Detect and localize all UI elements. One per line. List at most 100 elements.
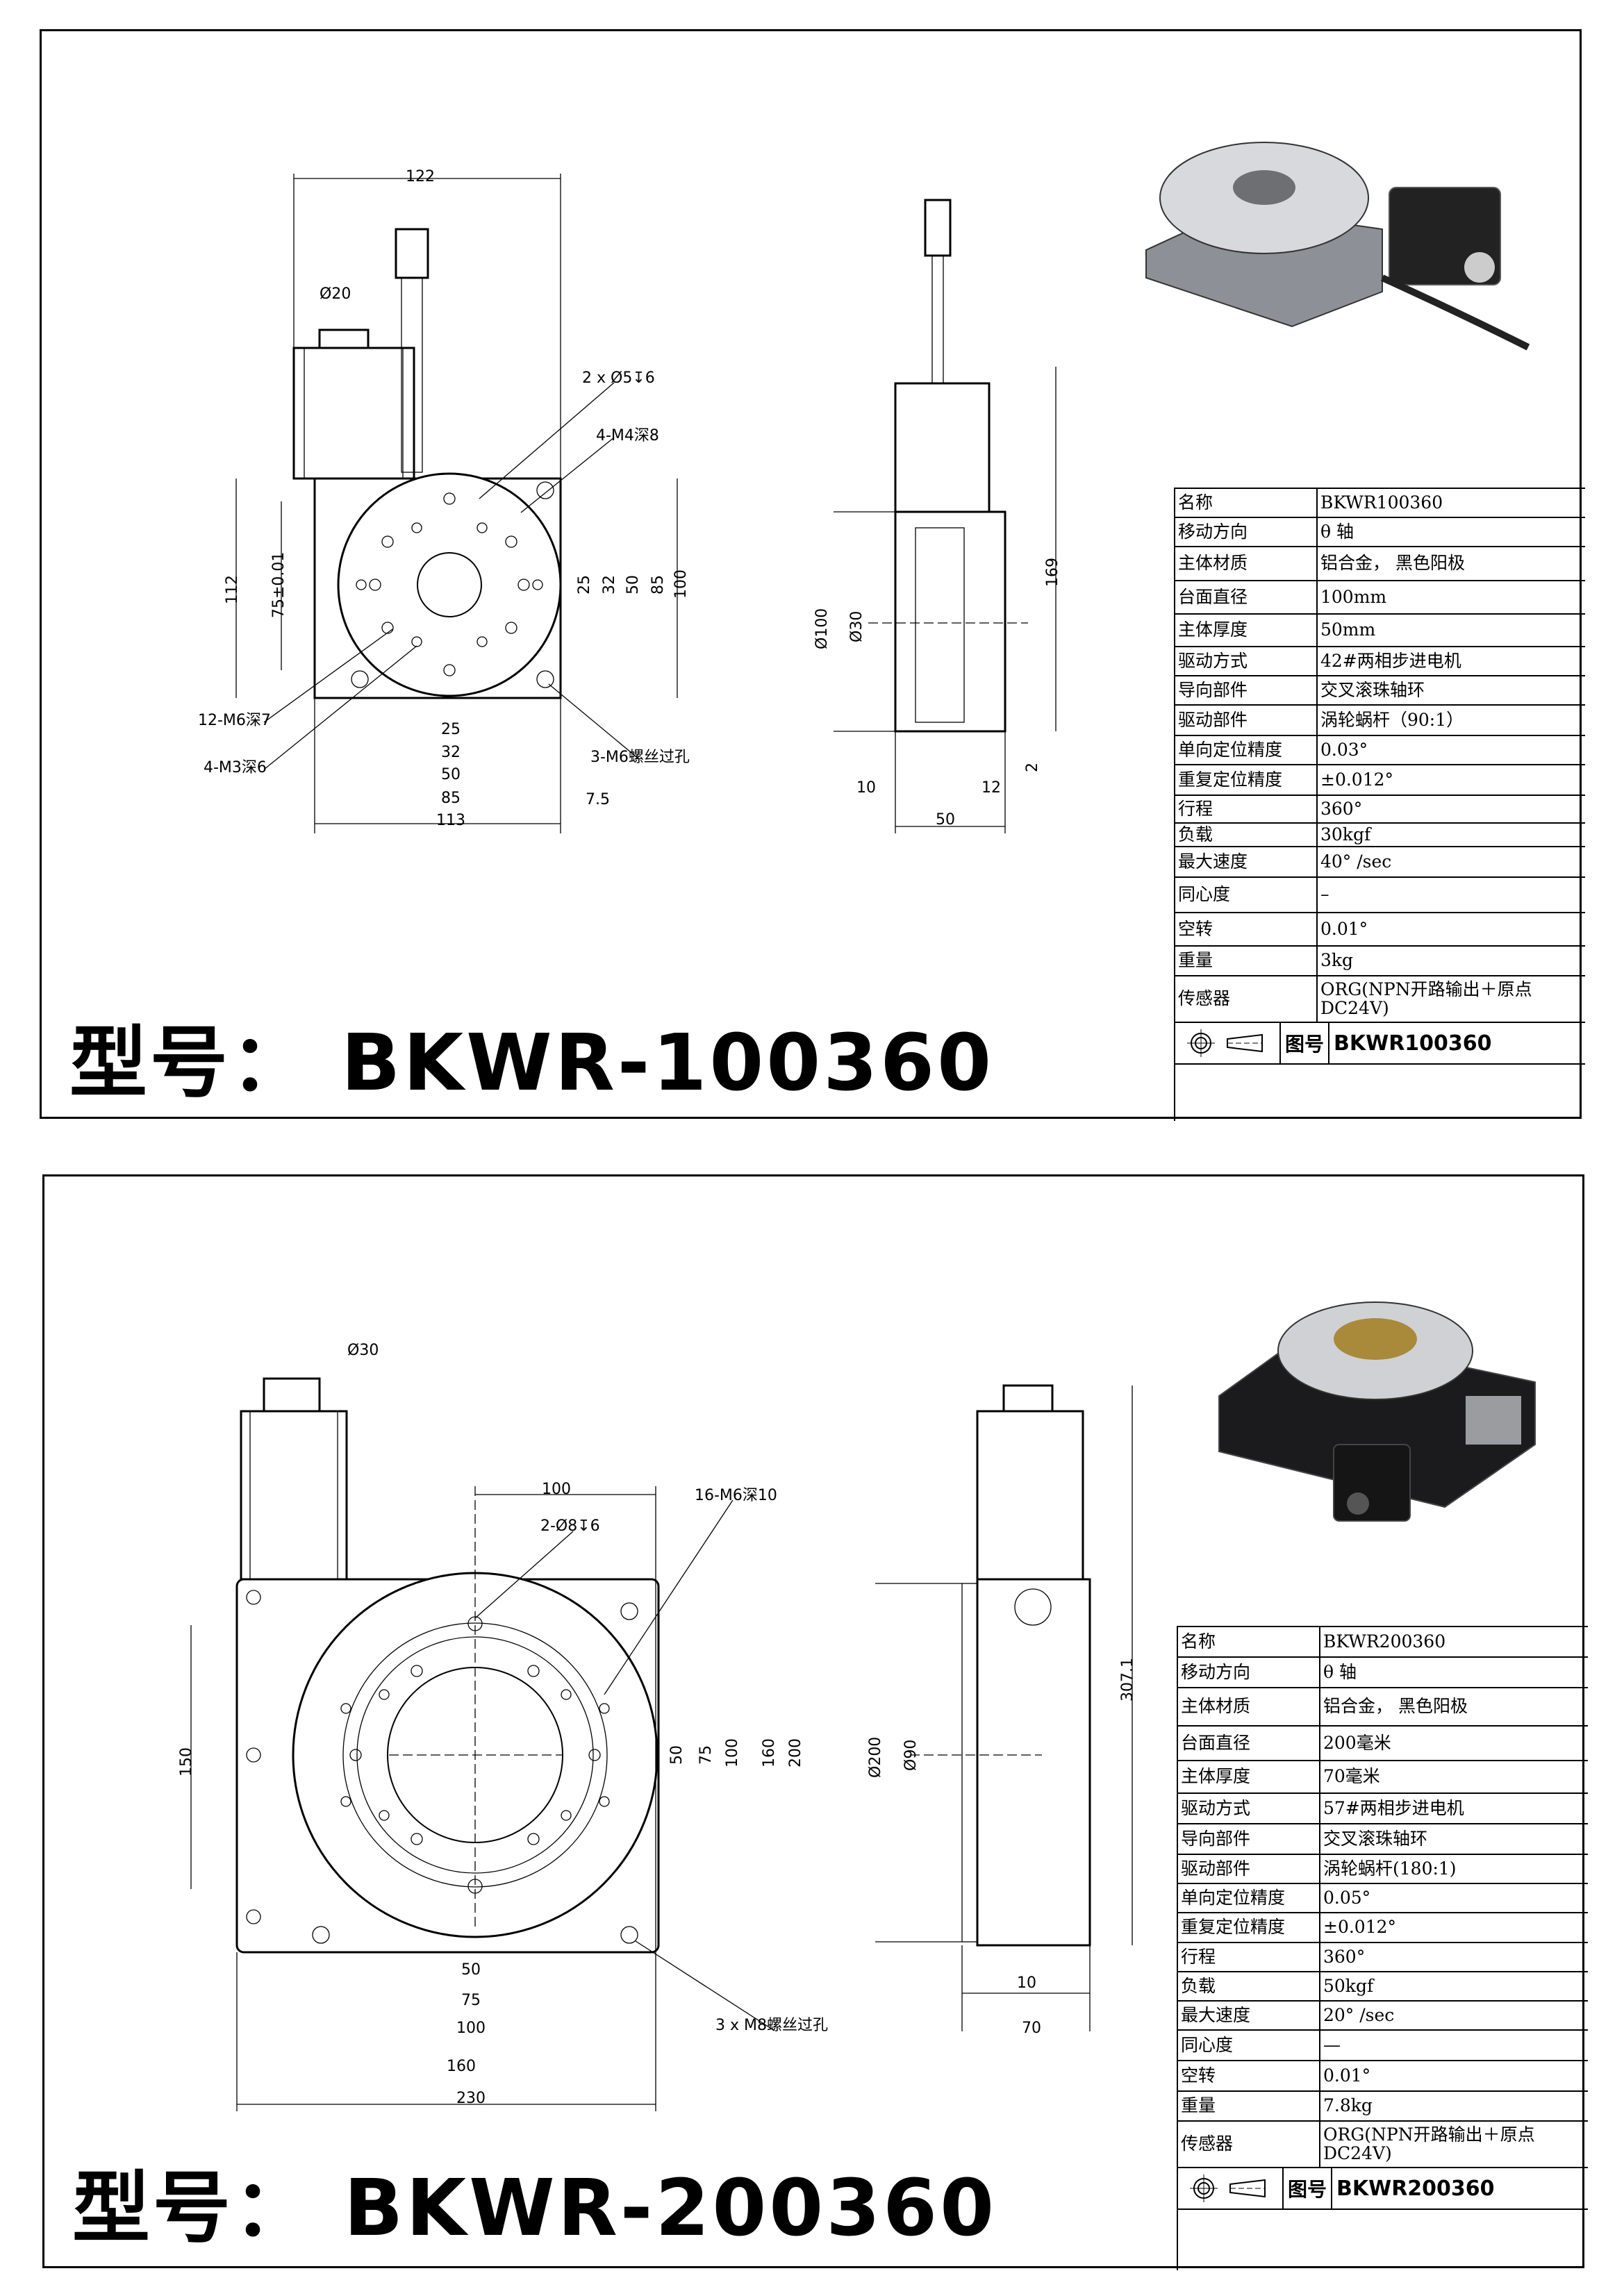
spec-value: 30kgf (1317, 823, 1585, 847)
spec-label: 负载 (1175, 823, 1318, 847)
spec-row: 同心度– (1175, 877, 1585, 913)
drawing-number: BKWR100360 (1334, 1031, 1492, 1056)
spec-value: 360° (1320, 1943, 1588, 1972)
spec-label: 单向定位精度 (1175, 735, 1318, 765)
spec-row: 导向部件交叉滚珠轴环 (1178, 1824, 1588, 1855)
spec-label: 空转 (1178, 2061, 1320, 2092)
spec-value: 0.01° (1320, 2061, 1588, 2092)
spec-label: 最大速度 (1178, 2001, 1320, 2031)
spec-label: 驱动方式 (1175, 647, 1318, 676)
spec-value: – (1317, 877, 1585, 913)
spec-value: 70毫米 (1320, 1761, 1588, 1794)
spec-row: 移动方向 θ 轴 (1175, 517, 1585, 547)
spec-label: 导向部件 (1178, 1824, 1320, 1855)
spec-label: 主体材质 (1178, 1688, 1320, 1727)
model-title: 型号： BKWR-100360 (69, 1018, 994, 1108)
spec-label: 行程 (1175, 795, 1318, 824)
model-title: 型号： BKWR-200360 (72, 2163, 997, 2254)
spec-label: 重量 (1175, 946, 1318, 976)
spec-value: 交叉滚珠轴环 (1317, 676, 1585, 706)
spec-label: 同心度 (1175, 877, 1318, 913)
spec-value: 0.03° (1317, 735, 1585, 765)
spec-value: 0.05° (1320, 1883, 1588, 1913)
spec-label: 重复定位精度 (1178, 1913, 1320, 1943)
spec-label: 导向部件 (1175, 676, 1318, 706)
spec-row: 导向部件交叉滚珠轴环 (1175, 676, 1585, 706)
spec-row: 驱动部件涡轮蜗杆(180:1) (1178, 1854, 1588, 1884)
spec-label: 主体材质 (1175, 547, 1318, 581)
spec-value: 42#两相步进电机 (1317, 647, 1585, 676)
spec-value: θ 轴 (1317, 517, 1585, 547)
spec-label: 同心度 (1178, 2030, 1320, 2061)
projection-symbol-icon (1178, 2168, 1284, 2208)
spec-value: 200毫米 (1320, 1726, 1588, 1761)
spec-label: 名称 (1175, 488, 1318, 518)
spec-value: 涡轮蜗杆（90:1） (1317, 705, 1585, 736)
spec-label: 主体厚度 (1178, 1761, 1320, 1794)
spec-label: 台面直径 (1175, 581, 1318, 615)
spec-value: ORG(NPN开路输出＋原点 DC24V) (1320, 2121, 1588, 2168)
spec-value: BKWR100360 (1317, 488, 1585, 518)
spec-label: 单向定位精度 (1178, 1883, 1320, 1913)
spec-row: 重复定位精度±0.012° (1178, 1913, 1588, 1943)
spec-row: 驱动部件涡轮蜗杆（90:1） (1175, 705, 1585, 736)
drawing-number: BKWR200360 (1336, 2176, 1495, 2201)
title-block: 图号 BKWR100360 (1175, 1023, 1585, 1065)
drawing-number-label: 图号 (1284, 2168, 1332, 2208)
projection-symbol-icon (1175, 1023, 1281, 1063)
spec-value: ±0.012° (1317, 765, 1585, 796)
spec-value: ORG(NPN开路输出＋原点 DC24V) (1317, 976, 1585, 1023)
spec-label: 最大速度 (1175, 847, 1318, 878)
spec-label: 台面直径 (1178, 1726, 1320, 1761)
spec-label: 行程 (1178, 1943, 1320, 1972)
spec-value: 涡轮蜗杆(180:1) (1320, 1854, 1588, 1884)
spec-label: 主体厚度 (1175, 614, 1318, 647)
spec-row: 主体材质铝合金， 黑色阳极 (1178, 1688, 1588, 1727)
spec-value: 交叉滚珠轴环 (1320, 1824, 1588, 1855)
spec-value: 40° /sec (1317, 847, 1585, 878)
spec-value: θ 轴 (1320, 1657, 1588, 1688)
spec-value: — (1320, 2030, 1588, 2061)
spec-value: ±0.012° (1320, 1913, 1588, 1943)
spec-value: 20° /sec (1320, 2001, 1588, 2031)
spec-value: 57#两相步进电机 (1320, 1793, 1588, 1824)
spec-label: 驱动方式 (1178, 1793, 1320, 1824)
spec-label: 传感器 (1178, 2121, 1320, 2168)
spec-value: 7.8kg (1320, 2091, 1588, 2122)
spec-label: 重量 (1178, 2091, 1320, 2122)
title-block: 图号 BKWR200360 (1178, 2168, 1588, 2210)
spec-label: 传感器 (1175, 976, 1318, 1023)
spec-row: 移动方向 θ 轴 (1178, 1657, 1588, 1688)
spec-value: 360° (1317, 795, 1585, 824)
spec-row: 同心度— (1178, 2030, 1588, 2061)
spec-label: 移动方向 (1175, 517, 1318, 547)
spec-row: 主体材质铝合金， 黑色阳极 (1175, 547, 1585, 581)
spec-value: 铝合金， 黑色阳极 (1317, 547, 1585, 581)
spec-value: 100mm (1317, 581, 1585, 615)
spec-value: 铝合金， 黑色阳极 (1320, 1688, 1588, 1727)
